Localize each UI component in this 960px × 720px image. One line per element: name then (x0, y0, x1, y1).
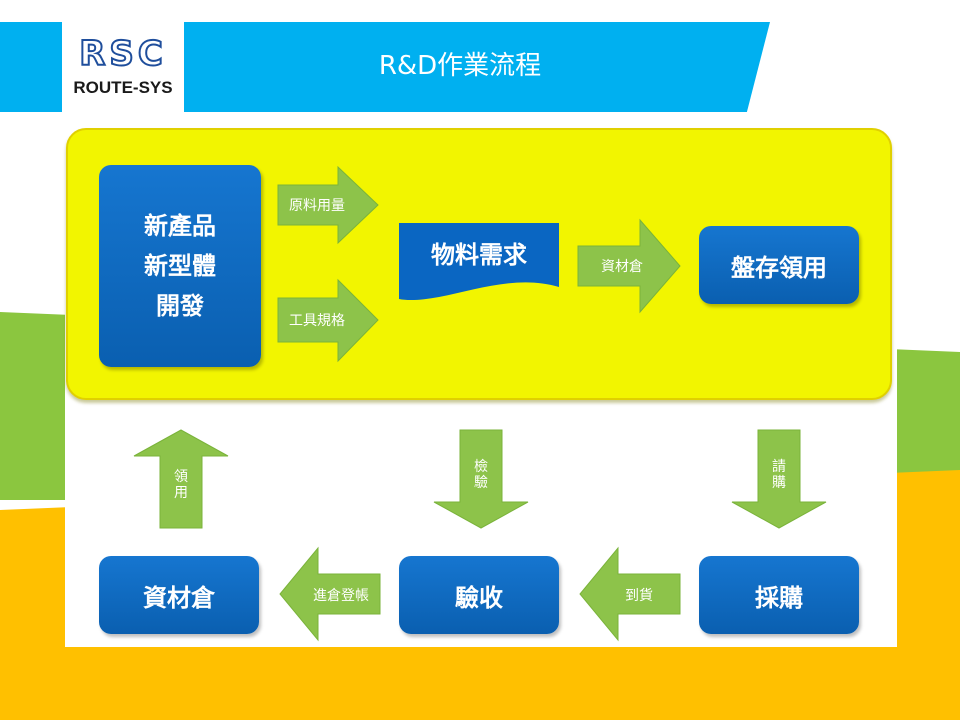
logo-text: ROUTE-SYS (73, 78, 173, 97)
tool-spec-label: 工具規格 (289, 313, 345, 329)
tool-spec-arrow (277, 278, 379, 363)
request-down-arrow (731, 429, 827, 529)
arrival-arrow (579, 546, 681, 642)
new-product-line-1: 新產品 (144, 212, 216, 240)
stock-in-arrow (279, 546, 381, 642)
arrival-label: 到貨 (625, 588, 653, 604)
inspect-down-arrow (433, 429, 529, 529)
issue-label-char-2: 用 (174, 485, 188, 501)
logo (62, 22, 184, 112)
request-label-char-1: 請 (772, 459, 786, 475)
issue-label-char-1: 領 (174, 469, 188, 485)
issue-up-arrow (133, 429, 229, 529)
warehouse-node: 資材倉 (99, 556, 259, 634)
issue-label: 領 用 (160, 460, 202, 510)
page-title: R&D作業流程 (378, 51, 542, 81)
warehouse-arrow-label: 資材倉 (601, 259, 643, 275)
new-product-line-3: 開發 (156, 292, 204, 320)
stock-in-label: 進倉登帳 (313, 588, 369, 604)
inspect-label-char-2: 驗 (474, 475, 488, 491)
inspect-label-char-1: 檢 (474, 459, 488, 475)
inventory-issue-node: 盤存領用 (699, 226, 859, 304)
warehouse-arrow (577, 218, 681, 314)
raw-material-label: 原料用量 (289, 198, 345, 214)
logo-mark: RSC (78, 33, 167, 75)
material-demand-shape (399, 223, 559, 301)
request-label: 請 購 (758, 450, 800, 500)
request-label-char-2: 購 (772, 475, 786, 491)
material-demand-node: 物料需求 (431, 240, 527, 269)
purchase-node: 採購 (699, 556, 859, 634)
inspection-node: 驗收 (399, 556, 559, 634)
inspect-label: 檢 驗 (460, 450, 502, 500)
raw-material-arrow (277, 165, 379, 245)
new-product-node: 新產品 新型體 開發 (99, 165, 261, 367)
new-product-line-2: 新型體 (144, 252, 216, 280)
